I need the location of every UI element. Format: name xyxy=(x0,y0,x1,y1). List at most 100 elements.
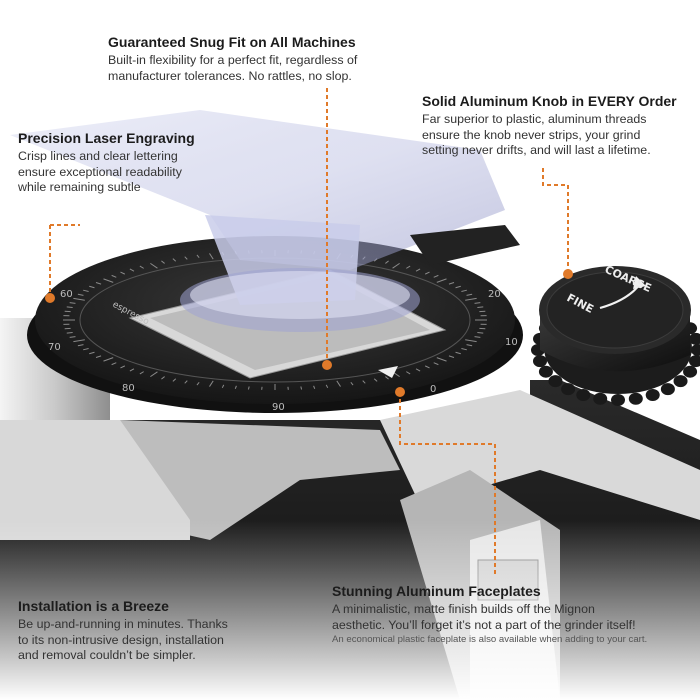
dial-tick xyxy=(196,254,200,259)
callout-line: ensure the knob never strips, your grind xyxy=(422,127,641,142)
callout-title: Guaranteed Snug Fit on All Machines xyxy=(108,34,356,50)
dial-number-0: 0 xyxy=(430,384,436,395)
dial-number-90: 90 xyxy=(272,402,285,413)
callout-line: manufacturer tolerances. No rattles, no … xyxy=(108,68,352,83)
callout-line: setting never drifts, and will last a li… xyxy=(422,143,651,157)
dial-tick xyxy=(477,332,484,334)
dial-tick xyxy=(172,378,177,382)
callout-title: Stunning Aluminum Faceplates xyxy=(332,583,541,599)
gear-tooth xyxy=(548,375,563,388)
callout-leaders xyxy=(49,88,569,575)
dial-tick xyxy=(83,348,89,351)
dial-tick xyxy=(73,339,85,343)
dial-tick xyxy=(111,362,117,366)
callout-title: Solid Aluminum Knob in EVERY Order xyxy=(422,93,677,109)
dial-number-60: 60 xyxy=(60,289,73,300)
gear-tooth xyxy=(533,355,548,368)
gear-tooth xyxy=(561,383,576,396)
dial-tick xyxy=(448,282,455,285)
dial-tick xyxy=(221,384,225,389)
dial-tick xyxy=(184,256,188,260)
dial-tick xyxy=(465,339,477,343)
dial-tick xyxy=(66,332,73,334)
callout-line: Far superior to plastic, aluminum thread… xyxy=(422,112,647,126)
callout-line: and removal couldn’t be simpler. xyxy=(18,648,196,662)
dial-number-10: 10 xyxy=(505,337,518,348)
dial-tick xyxy=(120,365,126,369)
gear-tooth xyxy=(683,365,698,378)
dial-tick xyxy=(350,381,354,386)
callout-line: aesthetic. You’ll forget it’s not a part… xyxy=(332,617,636,632)
dial-tick xyxy=(103,357,114,362)
dial-tick xyxy=(424,365,430,369)
dial-tick xyxy=(373,378,378,382)
dial-tick xyxy=(196,381,200,386)
dial-tick xyxy=(477,306,484,308)
dial-tick xyxy=(150,371,158,378)
gear-tooth xyxy=(628,392,643,405)
dial-tick xyxy=(247,386,250,390)
dial-tick xyxy=(150,262,158,269)
dial-tick xyxy=(95,355,102,358)
gear-tooth xyxy=(660,383,675,396)
callout-snug-fit: Guaranteed Snug Fit on All Machines Buil… xyxy=(108,34,357,84)
dial-tick xyxy=(300,386,303,390)
gear-tooth xyxy=(691,344,700,356)
callout-line: Be up-and-running in minutes. Thanks xyxy=(18,617,228,631)
gear-tooth xyxy=(593,392,608,405)
dial-number-80: 80 xyxy=(122,383,135,394)
dial-tick xyxy=(95,282,102,285)
dial-pointer-icon xyxy=(378,366,398,378)
grinder-body xyxy=(0,318,700,700)
dial-number-70: 70 xyxy=(48,342,61,353)
callout-faceplates: Stunning Aluminum Faceplates A minimalis… xyxy=(332,583,647,646)
dial-tick xyxy=(362,380,366,384)
gear-tooth xyxy=(576,389,591,402)
dial-tick xyxy=(466,293,473,296)
dial-tick xyxy=(461,289,467,292)
callout-line: ensure exceptional readability xyxy=(18,164,182,179)
callout-line: to its non-intrusive design, installatio… xyxy=(18,632,224,647)
dial-tick xyxy=(89,351,95,355)
dial-tick xyxy=(73,297,85,301)
dial-tick xyxy=(129,268,135,272)
dial-tick xyxy=(436,357,447,362)
dial-tick xyxy=(436,278,447,283)
callout-title: Installation is a Breeze xyxy=(18,598,169,614)
dial-tick xyxy=(392,262,400,269)
dial-tick xyxy=(385,376,389,380)
dial-tick xyxy=(461,348,467,351)
dial-tick xyxy=(448,355,455,358)
dial-tick xyxy=(474,336,481,338)
dial-tick xyxy=(120,271,126,275)
dial-tick xyxy=(455,285,461,289)
dial-tick xyxy=(415,268,421,272)
dial-number-20: 20 xyxy=(488,289,501,300)
callout-title: Precision Laser Engraving xyxy=(18,130,195,146)
hopper xyxy=(10,110,520,332)
dial-tick xyxy=(209,253,214,260)
dial-tick xyxy=(385,260,389,264)
dial-tick xyxy=(111,274,117,278)
gear-tooth xyxy=(611,394,625,406)
dial-tick xyxy=(433,274,439,278)
gear-tooth xyxy=(645,389,660,402)
callout-aluminum-knob: Solid Aluminum Knob in EVERY Order Far s… xyxy=(422,93,677,159)
dial-tick xyxy=(77,344,84,347)
callout-installation: Installation is a Breeze Be up-and-runni… xyxy=(18,598,228,664)
dial-tick xyxy=(172,258,177,262)
gear-tooth xyxy=(673,375,688,388)
aluminum-knob xyxy=(531,266,700,406)
dial-tick xyxy=(313,385,316,389)
dial-tick xyxy=(415,368,421,372)
callout-line: while remaining subtle xyxy=(18,180,141,194)
gear-tooth xyxy=(688,355,700,368)
dial-tick xyxy=(466,344,473,347)
dial-tick xyxy=(83,289,89,292)
dial-tick xyxy=(465,297,477,301)
dial-tick xyxy=(161,376,165,380)
callout-line: Built-in flexibility for a perfect fit, … xyxy=(108,53,358,67)
gear-tooth xyxy=(538,365,553,378)
callout-laser-engraving: Precision Laser Engraving Crisp lines an… xyxy=(18,130,195,196)
